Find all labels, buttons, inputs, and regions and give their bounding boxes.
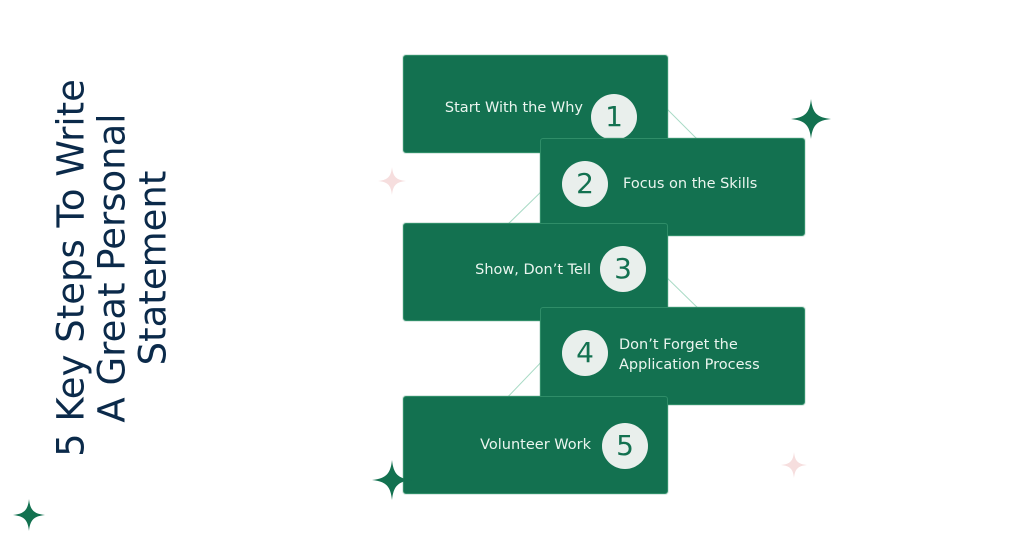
step-card-1: Start With the Why 1 [403,55,668,153]
step-number-3: 3 [600,246,646,292]
sparkle-icon [781,452,807,478]
step-card-3: Show, Don’t Tell 3 [403,223,668,321]
step-number-5: 5 [602,423,648,469]
step-label-5: Volunteer Work [480,437,591,453]
sparkle-icon [378,167,406,195]
sparkle-icon [791,99,831,139]
title-line-2: A Great Personal [90,113,134,423]
step-label-3: Show, Don’t Tell [475,262,591,278]
step-number-4: 4 [562,330,608,376]
step-number-2: 2 [562,161,608,207]
step-label-1: Start With the Why [444,100,583,116]
title-line-1: 5 Key Steps To Write [49,79,93,457]
step-label-4: Don’t Forget the Application Process [619,337,760,373]
step-card-5: Volunteer Work 5 [403,396,668,494]
step-number-1: 1 [591,94,637,140]
title-line-3: Statement [131,170,175,366]
infographic-title: 5 Key Steps To Write A Great Personal St… [49,18,175,518]
step-card-2: 2 Focus on the Skills [540,138,805,236]
step-label-2: Focus on the Skills [623,176,758,192]
sparkle-icon [13,499,45,531]
step-card-4: 4 Don’t Forget the Application Process [540,307,805,405]
sparkle-icon [372,460,412,500]
